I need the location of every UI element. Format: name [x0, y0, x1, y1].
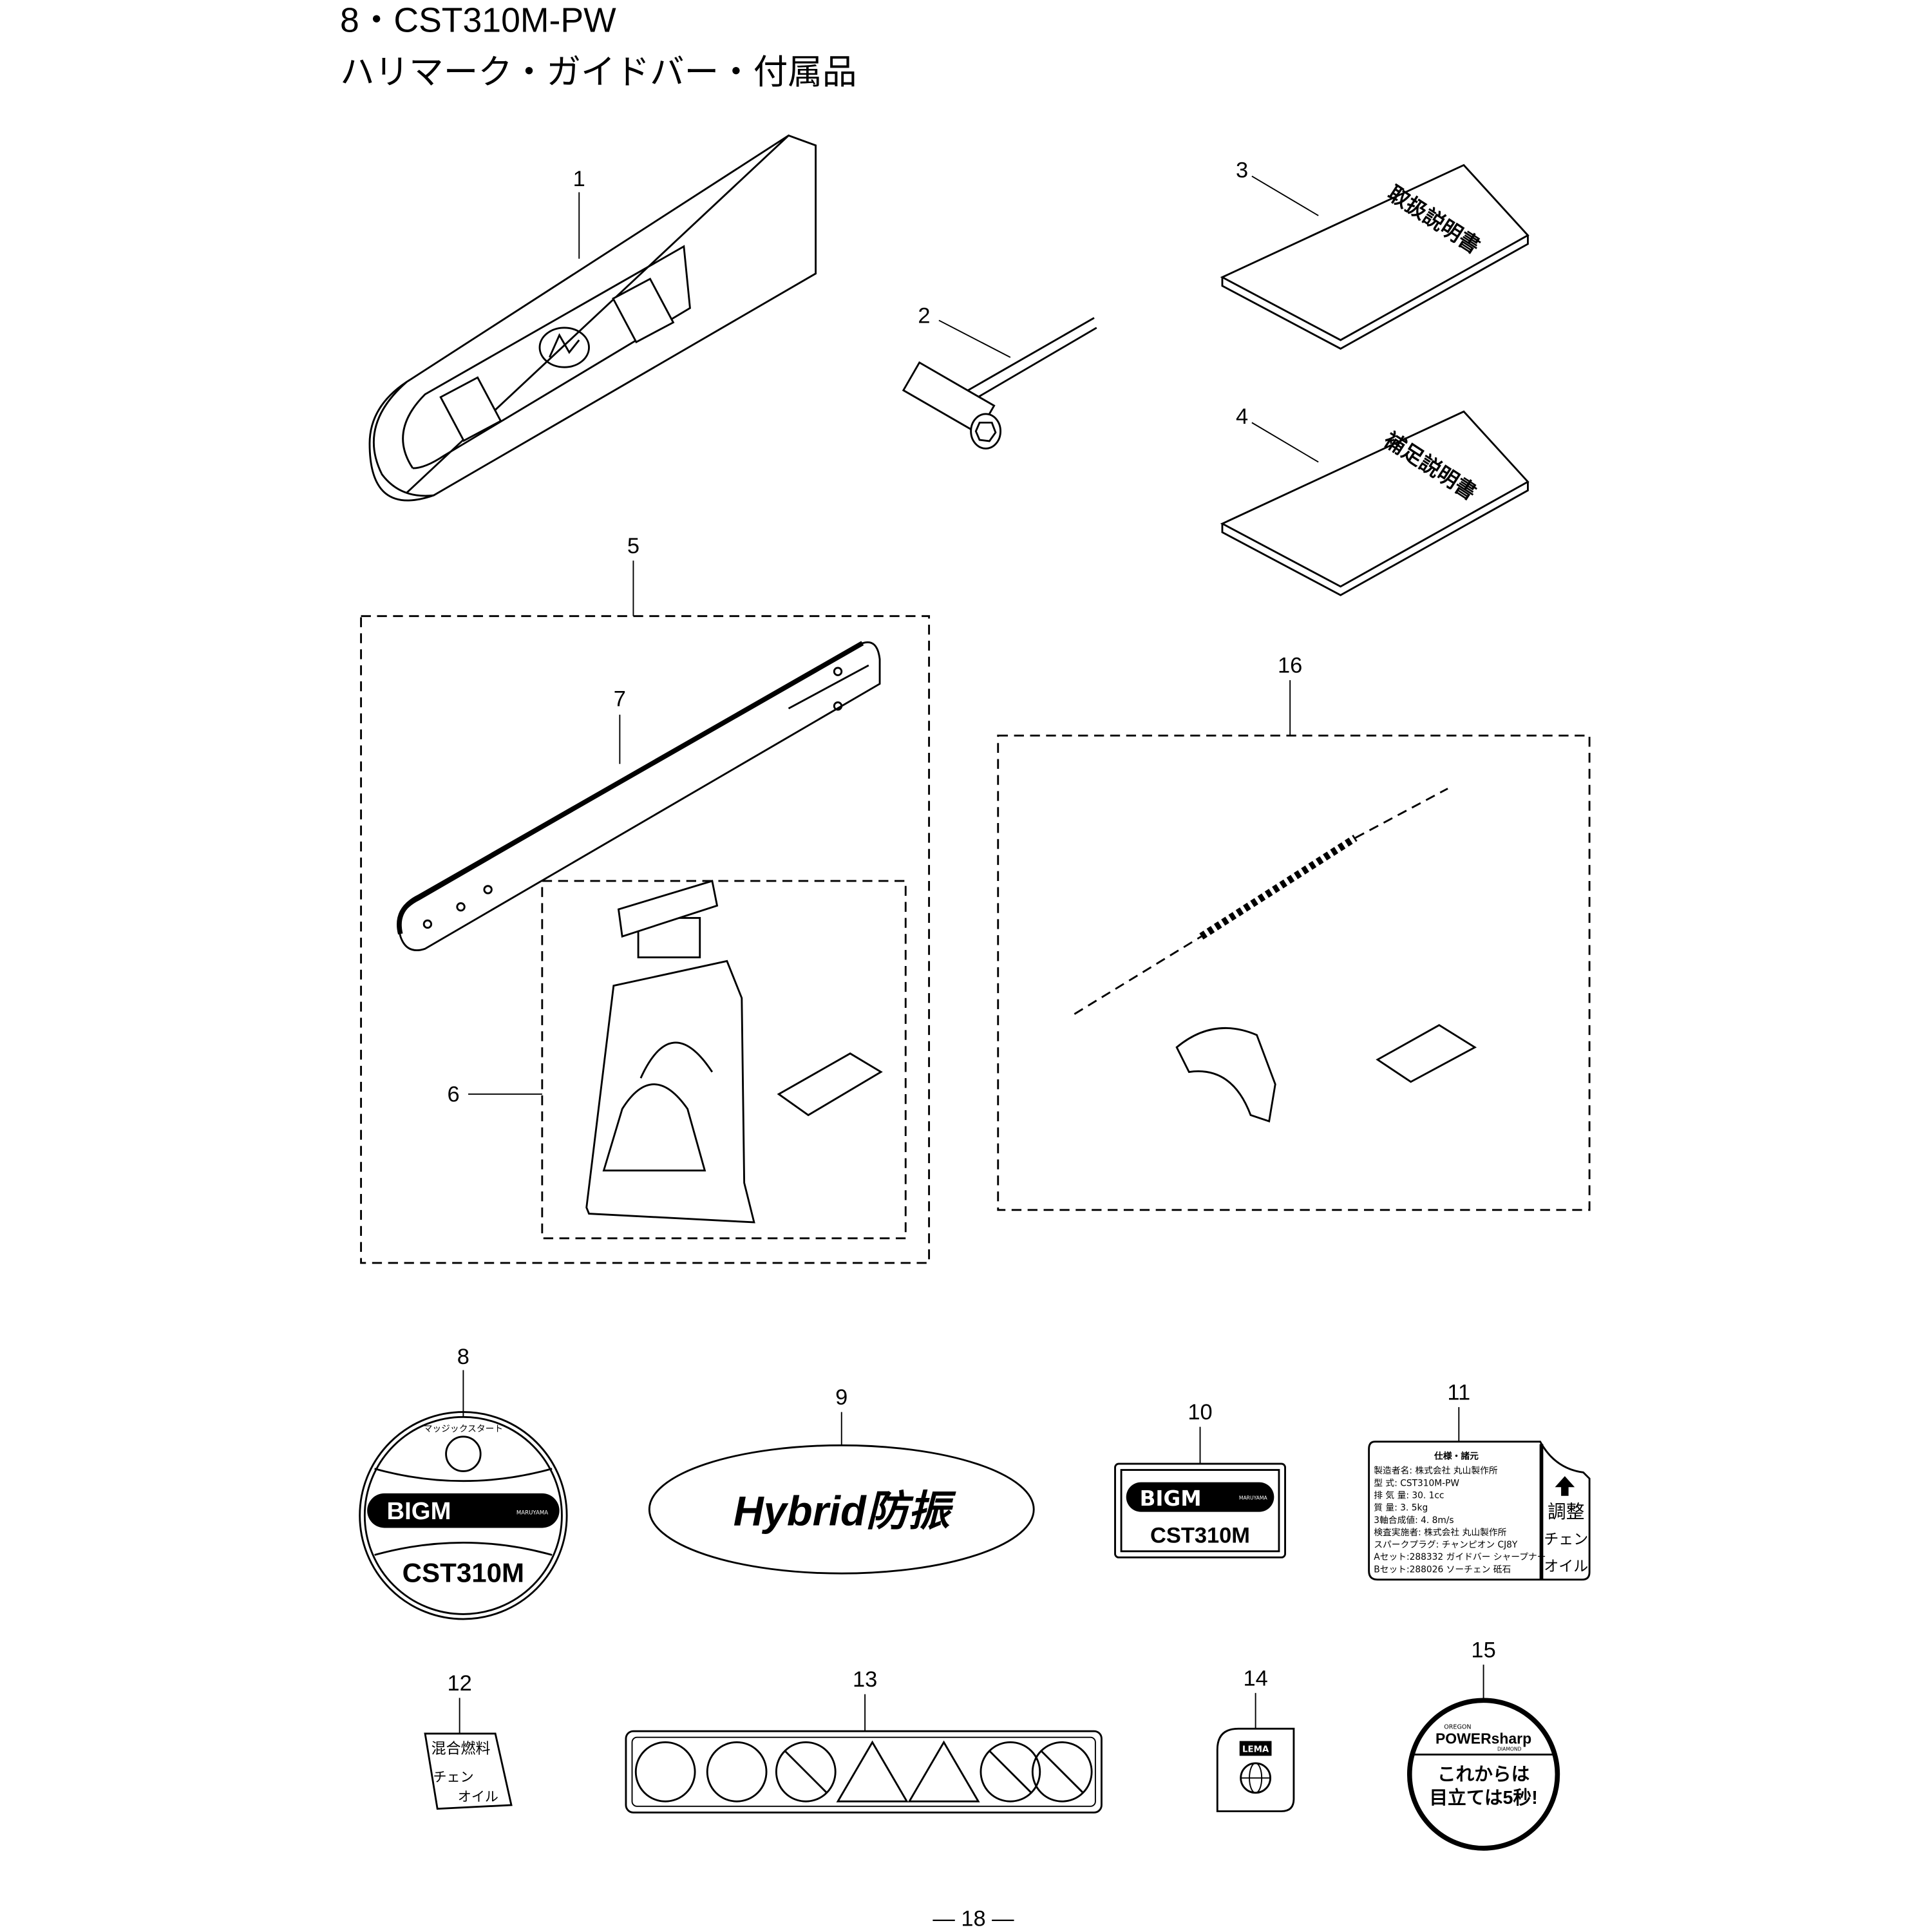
callout-5: 5	[627, 534, 639, 558]
part-6-sharpener	[585, 880, 883, 1224]
label-11-line: Aセット:288332 ガイドバー シャープナー	[1374, 1552, 1546, 1562]
callout-13: 13	[853, 1667, 877, 1692]
no-wet-use-icon	[1031, 1741, 1093, 1803]
label-9-hybrid-sticker: Hybrid防振	[648, 1444, 1035, 1575]
label-15-sub: DIAMOND	[1497, 1747, 1522, 1752]
label-8-top-text: マッジックスタート	[424, 1424, 503, 1434]
part-3-instruction-manual: 取扱説明書	[1220, 164, 1530, 350]
label-13-warning-icons	[625, 1730, 1103, 1814]
label-11-spec-sticker: 仕様・諸元 製造者名: 株式会社 丸山製作所 型 式: CST310M-PW 排…	[1368, 1441, 1591, 1581]
callout-4: 4	[1236, 404, 1248, 429]
label-8-model-sticker: マッジックスタート BIGM MARUYAMA CST310M	[359, 1411, 568, 1620]
callout-12: 12	[447, 1671, 471, 1696]
label-11-line: 検査実施者: 株式会社 丸山製作所	[1374, 1528, 1506, 1538]
label-14-text: LEMA	[1242, 1745, 1269, 1755]
callout-9: 9	[835, 1385, 848, 1410]
label-10-logo: BIGM	[1140, 1486, 1202, 1511]
label-12-line3: オイル	[458, 1788, 498, 1804]
kickback-warning-icon	[907, 1740, 980, 1803]
callout-10: 10	[1188, 1400, 1212, 1425]
label-15-line1: これからは	[1437, 1765, 1530, 1785]
label-15-brand-small: OREGON	[1444, 1723, 1471, 1730]
read-manual-icon	[634, 1741, 696, 1803]
part-7-guide-bar	[397, 641, 881, 952]
no-fire-icon	[775, 1741, 837, 1803]
label-11-line: 製造者名: 株式会社 丸山製作所	[1374, 1466, 1498, 1476]
title-line1: 8・CST310M-PW	[340, 2, 616, 40]
callout-14: 14	[1243, 1666, 1267, 1690]
part-16-saw-chain-set	[1074, 788, 1477, 1122]
callout-15: 15	[1471, 1638, 1495, 1662]
label-11-line: 質 量: 3. 5kg	[1374, 1503, 1428, 1513]
callout-3: 3	[1236, 158, 1248, 183]
callout-11: 11	[1447, 1380, 1470, 1405]
label-9-text: Hybrid防振	[734, 1488, 956, 1535]
part-1-chain-cover	[368, 134, 817, 502]
label-11-side-mid: チェン	[1544, 1531, 1588, 1548]
label-11-side-top: 調整	[1548, 1501, 1584, 1522]
wear-protection-icon	[706, 1741, 768, 1803]
label-8-model: CST310M	[402, 1558, 524, 1588]
part-2-plug-wrench	[902, 317, 1097, 450]
no-one-hand-icon	[980, 1741, 1041, 1803]
label-11-heading: 仕様・諸元	[1434, 1450, 1479, 1461]
label-11-line: 型 式: CST310M-PW	[1374, 1478, 1459, 1488]
label-12-line2: チェン	[433, 1769, 474, 1785]
label-8-brand: MARUYAMA	[516, 1510, 548, 1516]
label-11-side-bottom: オイル	[1544, 1558, 1588, 1575]
label-11-line: 3軸合成値: 4. 8m/s	[1374, 1515, 1454, 1526]
arrow-up-icon	[1555, 1476, 1575, 1496]
callout-7: 7	[614, 687, 626, 711]
part-4-supplement-manual: 補足説明書	[1220, 410, 1530, 596]
label-14-lema-sticker: LEMA	[1216, 1727, 1295, 1812]
label-15-line2: 目立ては5秒!	[1429, 1787, 1537, 1808]
label-10-brand: MARUYAMA	[1239, 1495, 1268, 1501]
label-8-logo: BIGM	[387, 1497, 451, 1525]
page-number: — 18 —	[933, 1906, 1014, 1931]
callout-1: 1	[573, 167, 585, 191]
callout-6: 6	[448, 1082, 460, 1106]
label-12-line1: 混合燃料	[431, 1741, 491, 1757]
label-11-line: 排 気 量: 30. 1cc	[1374, 1491, 1444, 1501]
callout-8: 8	[457, 1345, 469, 1369]
set-6-box	[541, 880, 907, 1240]
label-11-line: Bセット:288026 ソーチェン 砥石	[1374, 1564, 1511, 1575]
label-10-model: CST310M	[1150, 1523, 1250, 1548]
label-12-fuel-oil-sticker: 混合燃料 チェン オイル	[424, 1732, 513, 1810]
callout-16: 16	[1278, 654, 1302, 678]
hot-surface-warning-icon	[836, 1740, 909, 1803]
set-16-box	[997, 734, 1591, 1211]
set-5-box	[360, 615, 931, 1264]
callout-2: 2	[918, 303, 930, 328]
title-line2: ハリマーク・ガイドバー・付属品	[340, 53, 857, 91]
label-11-line: スパークプラグ: チャンピオン CJ8Y	[1374, 1540, 1518, 1550]
label-15-brand: POWERsharp	[1435, 1730, 1531, 1747]
label-10-model-sticker: BIGM MARUYAMA CST310M	[1114, 1463, 1286, 1558]
label-15-powersharp-sticker: OREGON POWERsharp DIAMOND これからは 目立ては5秒!	[1406, 1698, 1560, 1851]
